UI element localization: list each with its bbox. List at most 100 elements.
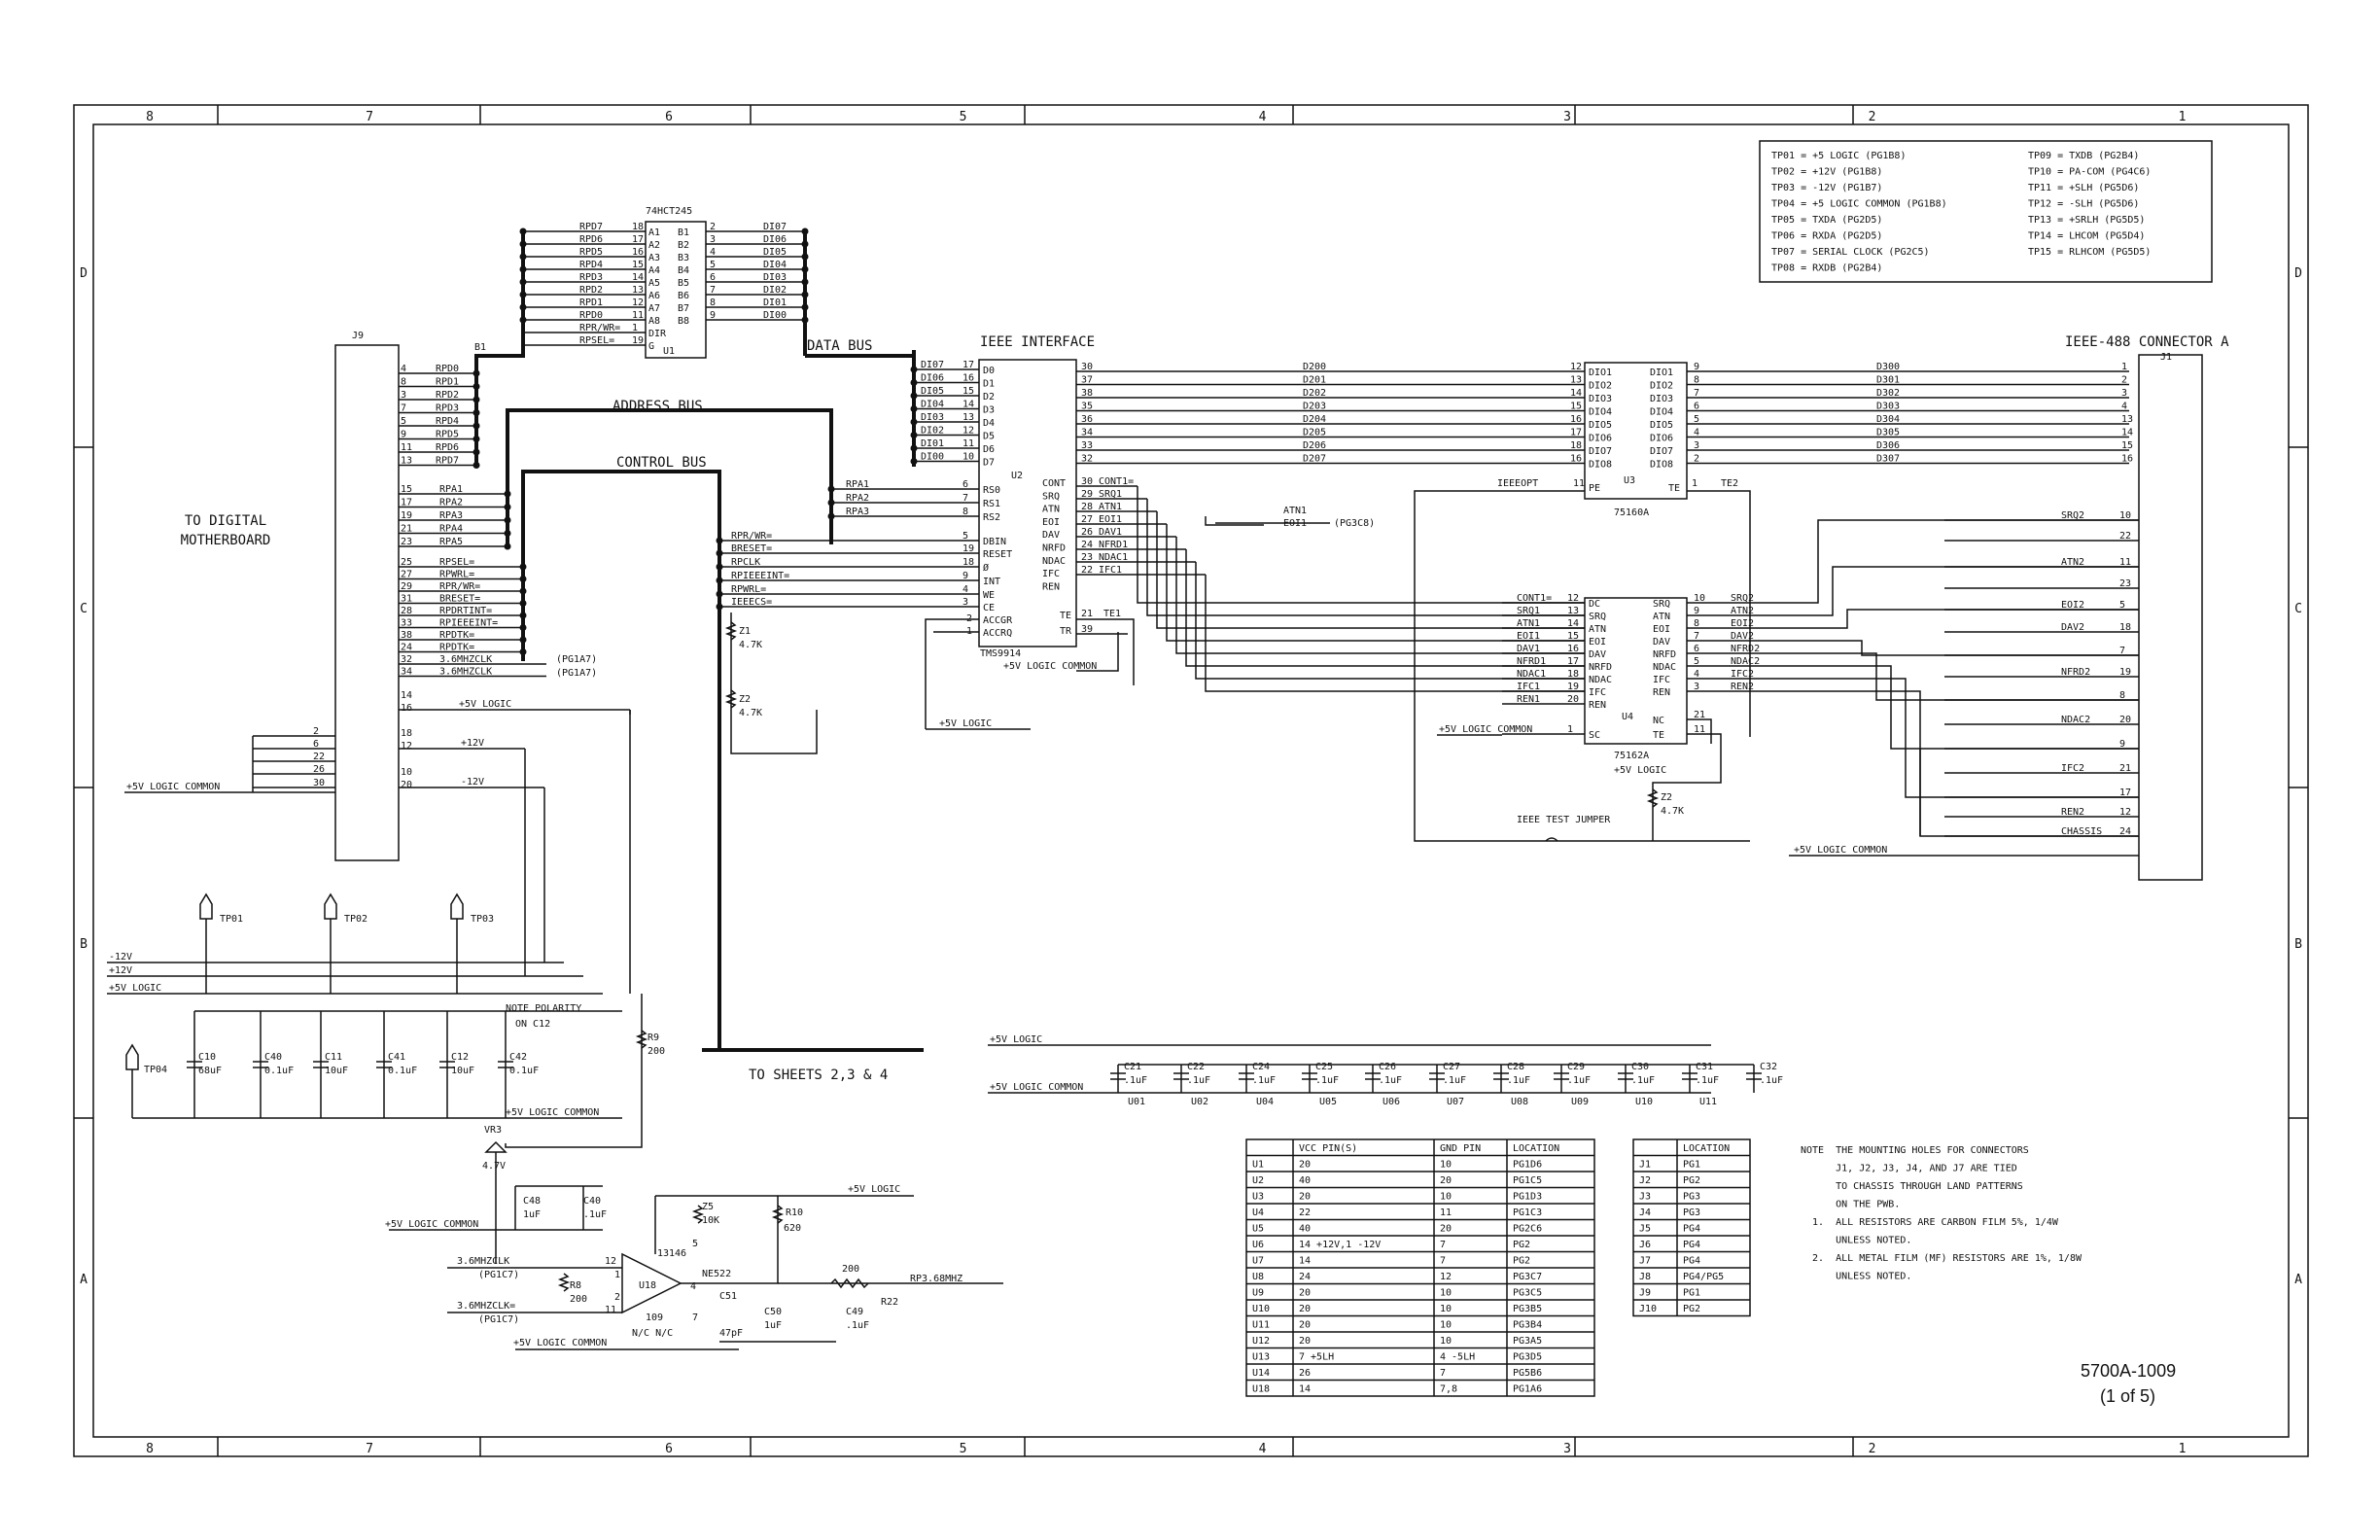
junction-dot (910, 458, 918, 465)
component-ref: Z1 (739, 626, 751, 637)
net-label: RPD1 (436, 377, 459, 388)
table-cell: U5 (1252, 1224, 1264, 1235)
pin-name: D1 (983, 379, 995, 390)
table-cell: 40 (1299, 1175, 1311, 1186)
net-label: D304 (1876, 414, 1900, 425)
connector-table (1632, 1138, 1751, 1317)
net-label: IFC1 (1517, 682, 1540, 692)
capacitor-icon (1302, 1072, 1317, 1080)
table-cell: U12 (1252, 1336, 1270, 1347)
pin-name: RS1 (983, 499, 1000, 509)
table-cell: PG3B5 (1513, 1304, 1542, 1314)
net-label: RPD6 (579, 234, 603, 245)
net-label: +5V LOGIC COMMON (126, 782, 220, 792)
net-label: SRQ2 (1731, 593, 1754, 604)
net-label: ATN1 (1517, 618, 1540, 629)
pin-name: DIO3 (1650, 394, 1673, 404)
capacitor-icon (1682, 1072, 1698, 1080)
pin-number: 3 (1694, 682, 1699, 692)
pin-name: SRQ (1589, 612, 1606, 622)
pin-name: DIO8 (1650, 460, 1673, 471)
table-header: LOCATION (1513, 1143, 1559, 1154)
net-label: BRESET= (731, 543, 772, 554)
zone-row-label: A (80, 1273, 88, 1287)
pin-name: B1 (678, 228, 689, 238)
net-label: RPA3 (846, 507, 869, 517)
component-value: 0.1uF (388, 1066, 417, 1076)
note-label: ON C12 (515, 1019, 550, 1030)
pin-number: 6 (710, 272, 716, 283)
component-value: 68uF (198, 1066, 222, 1076)
pin-name: EOI (1042, 517, 1060, 528)
net-label: -12V (461, 777, 484, 788)
net-label: IFC1 (1099, 565, 1122, 576)
net-label: NDAC1 (1099, 552, 1128, 563)
pin-number: 14 (669, 1248, 681, 1259)
table-cell: PG4/PG5 (1683, 1272, 1724, 1282)
net-label: RPDTK= (439, 643, 474, 653)
table-cell: J10 (1639, 1304, 1657, 1314)
pin-name: D6 (983, 444, 995, 455)
net-label: RPD5 (579, 247, 603, 258)
pin-name: NDAC (1042, 556, 1066, 567)
bus-b1 (474, 323, 525, 467)
junction-dot (716, 577, 723, 584)
net-label: DAV1 (1099, 527, 1122, 538)
net-label: RPSEL= (439, 557, 474, 568)
pin-number: 29 (1081, 489, 1093, 500)
component-ref: C10 (198, 1052, 216, 1063)
table-cell: PG3C7 (1513, 1272, 1542, 1282)
table-cell: 10 (1440, 1288, 1452, 1299)
table-cell: J7 (1639, 1256, 1651, 1267)
capacitor-icon (1618, 1072, 1633, 1080)
pin-name: TR (1060, 626, 1072, 637)
pin-name: IFC (1589, 687, 1606, 698)
pin-name: TE (1653, 730, 1664, 741)
zone-column-label: 1 (2179, 110, 2187, 124)
table-cell: PG3 (1683, 1192, 1700, 1203)
pin-number: 15 (2121, 440, 2133, 451)
table-cell: U13 (1252, 1352, 1270, 1363)
pin-name: REN (1589, 700, 1606, 711)
pin-number: 18 (1570, 440, 1582, 451)
component-ref: R8 (570, 1280, 581, 1291)
net-label: D200 (1303, 362, 1326, 372)
pin-number: 13 (1570, 375, 1582, 386)
pin-number: 18 (1567, 669, 1579, 680)
capacitor-icon (1365, 1072, 1381, 1080)
pin-number: 12 (1570, 362, 1582, 372)
net-label: 3.6MHZCLK= (457, 1301, 515, 1312)
pin-number: 1 (1567, 724, 1573, 735)
note-line: UNLESS NOTED. (1801, 1272, 1911, 1282)
pin-number: 12 (632, 298, 644, 308)
net-label: DI00 (763, 310, 787, 321)
wire (1727, 678, 2139, 798)
unit-ref: U04 (1256, 1097, 1274, 1107)
capacitor-icon (187, 1061, 202, 1068)
capacitor-icon (1554, 1072, 1569, 1080)
pin-number: 21 (1081, 609, 1093, 619)
net-label: NDAC2 (1731, 656, 1760, 667)
pin-number: 18 (632, 222, 644, 232)
bus-label: B1 (474, 342, 486, 353)
pin-number: 6 (681, 1248, 686, 1259)
junction-dot (716, 590, 723, 598)
net-label: D301 (1876, 375, 1900, 386)
component-value: 0.1uF (264, 1066, 294, 1076)
net-label: SRQ2 (2061, 510, 2084, 521)
pin-name: A6 (648, 291, 660, 301)
rail-label: +5V LOGIC COMMON (385, 1219, 478, 1230)
junction-dot (910, 444, 918, 452)
pin-number: 20 (2119, 715, 2131, 725)
net-label: RPR/WR= (439, 581, 480, 592)
net-label: RPA1 (439, 484, 463, 495)
component-value: .1uF (1187, 1075, 1210, 1086)
component-ref: VR3 (484, 1125, 502, 1136)
pin-name: SRQ (1042, 491, 1060, 502)
amplifier-u18 (621, 1252, 682, 1314)
pin-number: 1 (632, 323, 638, 333)
net-label: (PG1C7) (478, 1314, 519, 1325)
component-ref: C30 (1631, 1062, 1649, 1072)
pin-number: 26 (313, 764, 325, 775)
unit-ref: U10 (1635, 1097, 1653, 1107)
